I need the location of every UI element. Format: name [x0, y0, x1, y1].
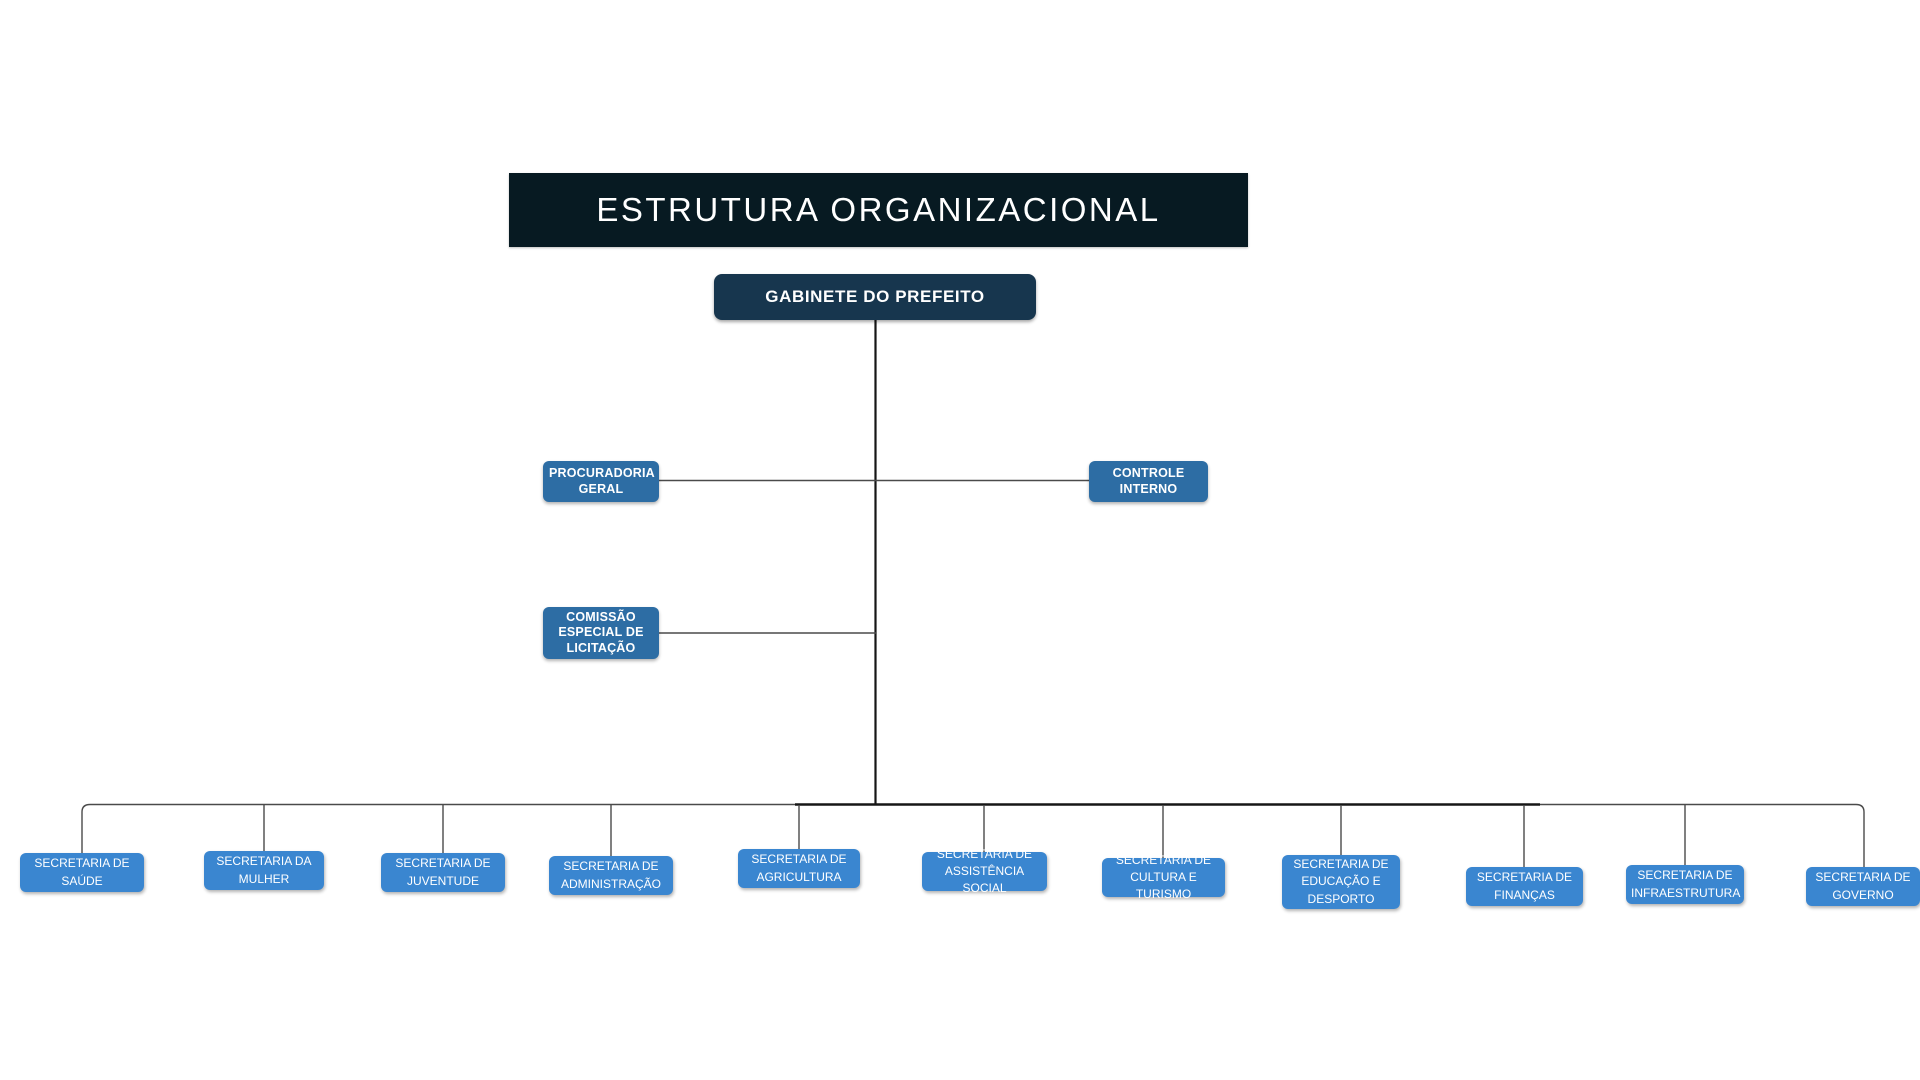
org-node-label: SECRETARIA DE JUVENTUDE: [395, 856, 491, 888]
org-node-label: SECRETARIA DE INFRAESTRUTURA: [1631, 868, 1741, 900]
org-node-label: CONTROLE INTERNO: [1112, 466, 1185, 496]
org-node-gabinete-do-prefeito: GABINETE DO PREFEITO: [714, 274, 1036, 320]
org-node-secretaria-juventude: SECRETARIA DE JUVENTUDE: [381, 853, 505, 892]
org-node-label: SECRETARIA DE FINANÇAS: [1476, 870, 1573, 902]
org-node-secretaria-educacao-desporto: SECRETARIA DE EDUCAÇÃO E DESPORTO: [1282, 855, 1400, 909]
org-node-label: SECRETARIA DA MULHER: [216, 854, 312, 886]
page-title: ESTRUTURA ORGANIZACIONAL: [596, 191, 1161, 228]
org-node-label: SECRETARIA DE CULTURA E TURISMO: [1115, 852, 1212, 902]
org-node-secretaria-administracao: SECRETARIA DE ADMINISTRAÇÃO: [549, 856, 673, 895]
org-node-comissao-especial-licitacao: COMISSÃO ESPECIAL DE LICITAÇÃO: [543, 607, 659, 659]
org-node-secretaria-agricultura: SECRETARIA DE AGRICULTURA: [738, 849, 860, 888]
org-node-procuradoria-geral: PROCURADORIA GERAL: [543, 461, 659, 502]
org-node-label: COMISSÃO ESPECIAL DE LICITAÇÃO: [558, 610, 644, 655]
org-node-secretaria-infraestrutura: SECRETARIA DE INFRAESTRUTURA: [1626, 865, 1744, 904]
org-node-label: SECRETARIA DE EDUCAÇÃO E DESPORTO: [1293, 857, 1389, 906]
org-node-secretaria-assistencia-social: SECRETARIA DE ASSISTÊNCIA SOCIAL: [922, 847, 1047, 895]
title-banner: ESTRUTURA ORGANIZACIONAL: [509, 173, 1248, 247]
org-node-label: SECRETARIA DE ADMINISTRAÇÃO: [560, 859, 661, 891]
org-node-secretaria-cultura-turismo: SECRETARIA DE CULTURA E TURISMO: [1102, 853, 1225, 901]
org-node-secretaria-saude: SECRETARIA DE SAÚDE: [20, 853, 144, 892]
org-node-secretaria-governo: SECRETARIA DE GOVERNO: [1806, 867, 1920, 906]
org-node-label: SECRETARIA DE AGRICULTURA: [751, 852, 847, 884]
org-node-controle-interno: CONTROLE INTERNO: [1089, 461, 1208, 502]
org-node-label: GABINETE DO PREFEITO: [765, 287, 985, 306]
org-node-label: SECRETARIA DE GOVERNO: [1815, 870, 1911, 902]
org-node-secretaria-financas: SECRETARIA DE FINANÇAS: [1466, 867, 1583, 906]
org-node-secretaria-mulher: SECRETARIA DA MULHER: [204, 851, 324, 890]
org-node-label: SECRETARIA DE SAÚDE: [34, 856, 130, 888]
org-node-label: PROCURADORIA GERAL: [549, 466, 655, 496]
org-node-label: SECRETARIA DE ASSISTÊNCIA SOCIAL: [936, 846, 1033, 896]
